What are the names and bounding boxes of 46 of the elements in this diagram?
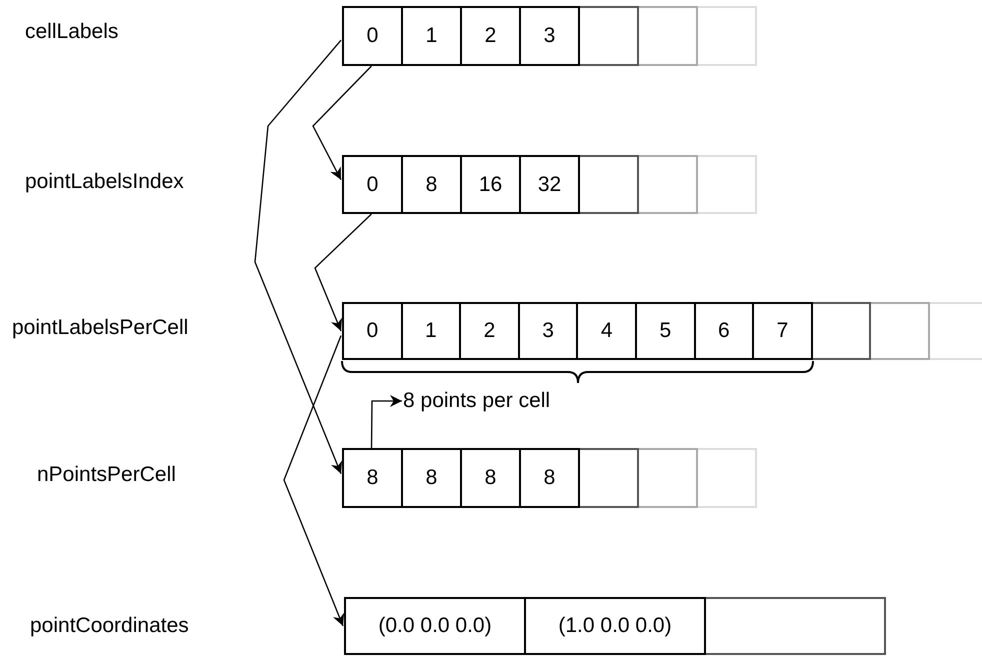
arrow xyxy=(254,40,342,474)
array-cell: 32 xyxy=(519,155,580,214)
array-cell: 3 xyxy=(519,6,580,66)
array-cell: 0 xyxy=(342,302,403,360)
array-cell: 0 xyxy=(342,155,403,214)
array-cell: (1.0 0.0 0.0) xyxy=(524,597,706,655)
empty-array-cell xyxy=(637,155,698,214)
empty-array-cell xyxy=(869,302,930,360)
array-cell: 7 xyxy=(752,302,813,360)
array-cell: 6 xyxy=(694,302,754,360)
array-cell: 8 xyxy=(519,448,580,508)
array-cell: 0 xyxy=(342,6,403,66)
array-cell: (0.0 0.0 0.0) xyxy=(344,597,526,655)
empty-array-cell xyxy=(810,302,872,360)
arrow xyxy=(370,395,402,448)
array-cell: 2 xyxy=(459,302,520,360)
array-name: pointLabelsIndex xyxy=(25,170,184,194)
array-cell: 1 xyxy=(401,6,462,66)
array-cell: 8 xyxy=(460,448,521,508)
array-name: pointLabelsPerCell xyxy=(12,316,188,340)
empty-array-cell xyxy=(696,6,757,66)
array-cell: 16 xyxy=(460,155,521,214)
empty-array-cell xyxy=(578,448,639,508)
empty-array-cell xyxy=(637,448,698,508)
empty-array-cell xyxy=(578,6,639,66)
array-cell: 1 xyxy=(400,302,462,360)
arrow xyxy=(312,66,372,180)
array-cell: 8 xyxy=(401,155,462,214)
empty-array-cell xyxy=(637,6,698,66)
empty-array-cell xyxy=(928,302,982,360)
annotation-text: 8 points per cell xyxy=(403,387,643,415)
array-name: cellLabels xyxy=(25,20,118,44)
array-cell: 3 xyxy=(518,302,578,360)
array-cell: 5 xyxy=(635,302,696,360)
array-name: nPointsPerCell xyxy=(37,463,176,487)
array-cell: 8 xyxy=(401,448,462,508)
array-cell: 8 xyxy=(342,448,403,508)
arrow xyxy=(283,335,344,626)
array-name: pointCoordinates xyxy=(30,614,189,638)
empty-array-cell xyxy=(696,155,757,214)
empty-array-cell xyxy=(704,597,886,655)
arrow xyxy=(314,214,372,332)
empty-array-cell xyxy=(696,448,757,508)
array-cell: 4 xyxy=(576,302,637,360)
array-cell: 2 xyxy=(460,6,521,66)
empty-array-cell xyxy=(578,155,639,214)
